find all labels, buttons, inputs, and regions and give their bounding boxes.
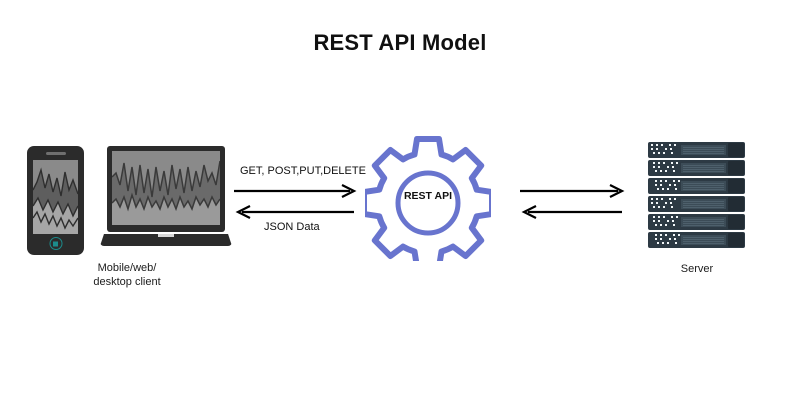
phone-home-button-icon (49, 237, 62, 250)
request-methods-label: GET, POST,PUT,DELETE (240, 165, 366, 177)
arrow-server-to-api (521, 205, 622, 219)
server-vent-panel (681, 145, 726, 155)
laptop-icon (100, 146, 232, 252)
gear-center-label: REST API (403, 190, 453, 202)
response-data-label: JSON Data (264, 221, 320, 233)
laptop-screen (112, 151, 220, 225)
server-led-grid (651, 216, 679, 228)
server-endcap (728, 143, 744, 157)
laptop-lid (107, 146, 225, 232)
server-vent-panel (681, 163, 726, 173)
client-group: Mobile/web/ desktop client (12, 138, 237, 298)
client-caption: Mobile/web/ desktop client (93, 262, 161, 288)
server-led-grid (651, 198, 679, 210)
server-vent-panel (681, 235, 726, 245)
server-endcap (728, 233, 744, 247)
server-caption: Server (680, 263, 714, 275)
phone-speaker-icon (45, 152, 66, 155)
server-rack-icon (648, 142, 748, 277)
server-vent-panel (681, 181, 726, 191)
page-title: REST API Model (313, 30, 487, 55)
server-unit (648, 232, 745, 248)
laptop-base (100, 234, 232, 246)
arrow-client-to-api (234, 184, 357, 198)
server-led-grid (651, 144, 679, 156)
server-led-grid (651, 180, 680, 192)
api-server-arrows (520, 184, 625, 219)
server-endcap (728, 179, 744, 193)
server-endcap (728, 215, 744, 229)
server-vent-panel (681, 199, 726, 209)
server-led-grid (651, 234, 680, 246)
server-led-grid (651, 162, 679, 174)
server-unit (648, 214, 745, 230)
laptop-chart-graphic (112, 160, 220, 225)
server-unit (648, 142, 745, 158)
server-endcap (728, 161, 744, 175)
server-endcap (728, 197, 744, 211)
gear-icon: REST API (361, 135, 495, 270)
arrow-api-to-client (235, 205, 354, 219)
client-api-arrows (234, 184, 357, 219)
arrow-api-to-server (520, 184, 625, 198)
phone-chart-graphic (33, 167, 78, 234)
server-unit (648, 160, 745, 176)
server-unit (648, 178, 745, 194)
phone-screen (33, 160, 78, 234)
laptop-notch (158, 234, 174, 237)
server-vent-panel (681, 217, 726, 227)
server-unit (648, 196, 745, 212)
smartphone-icon (27, 146, 84, 255)
